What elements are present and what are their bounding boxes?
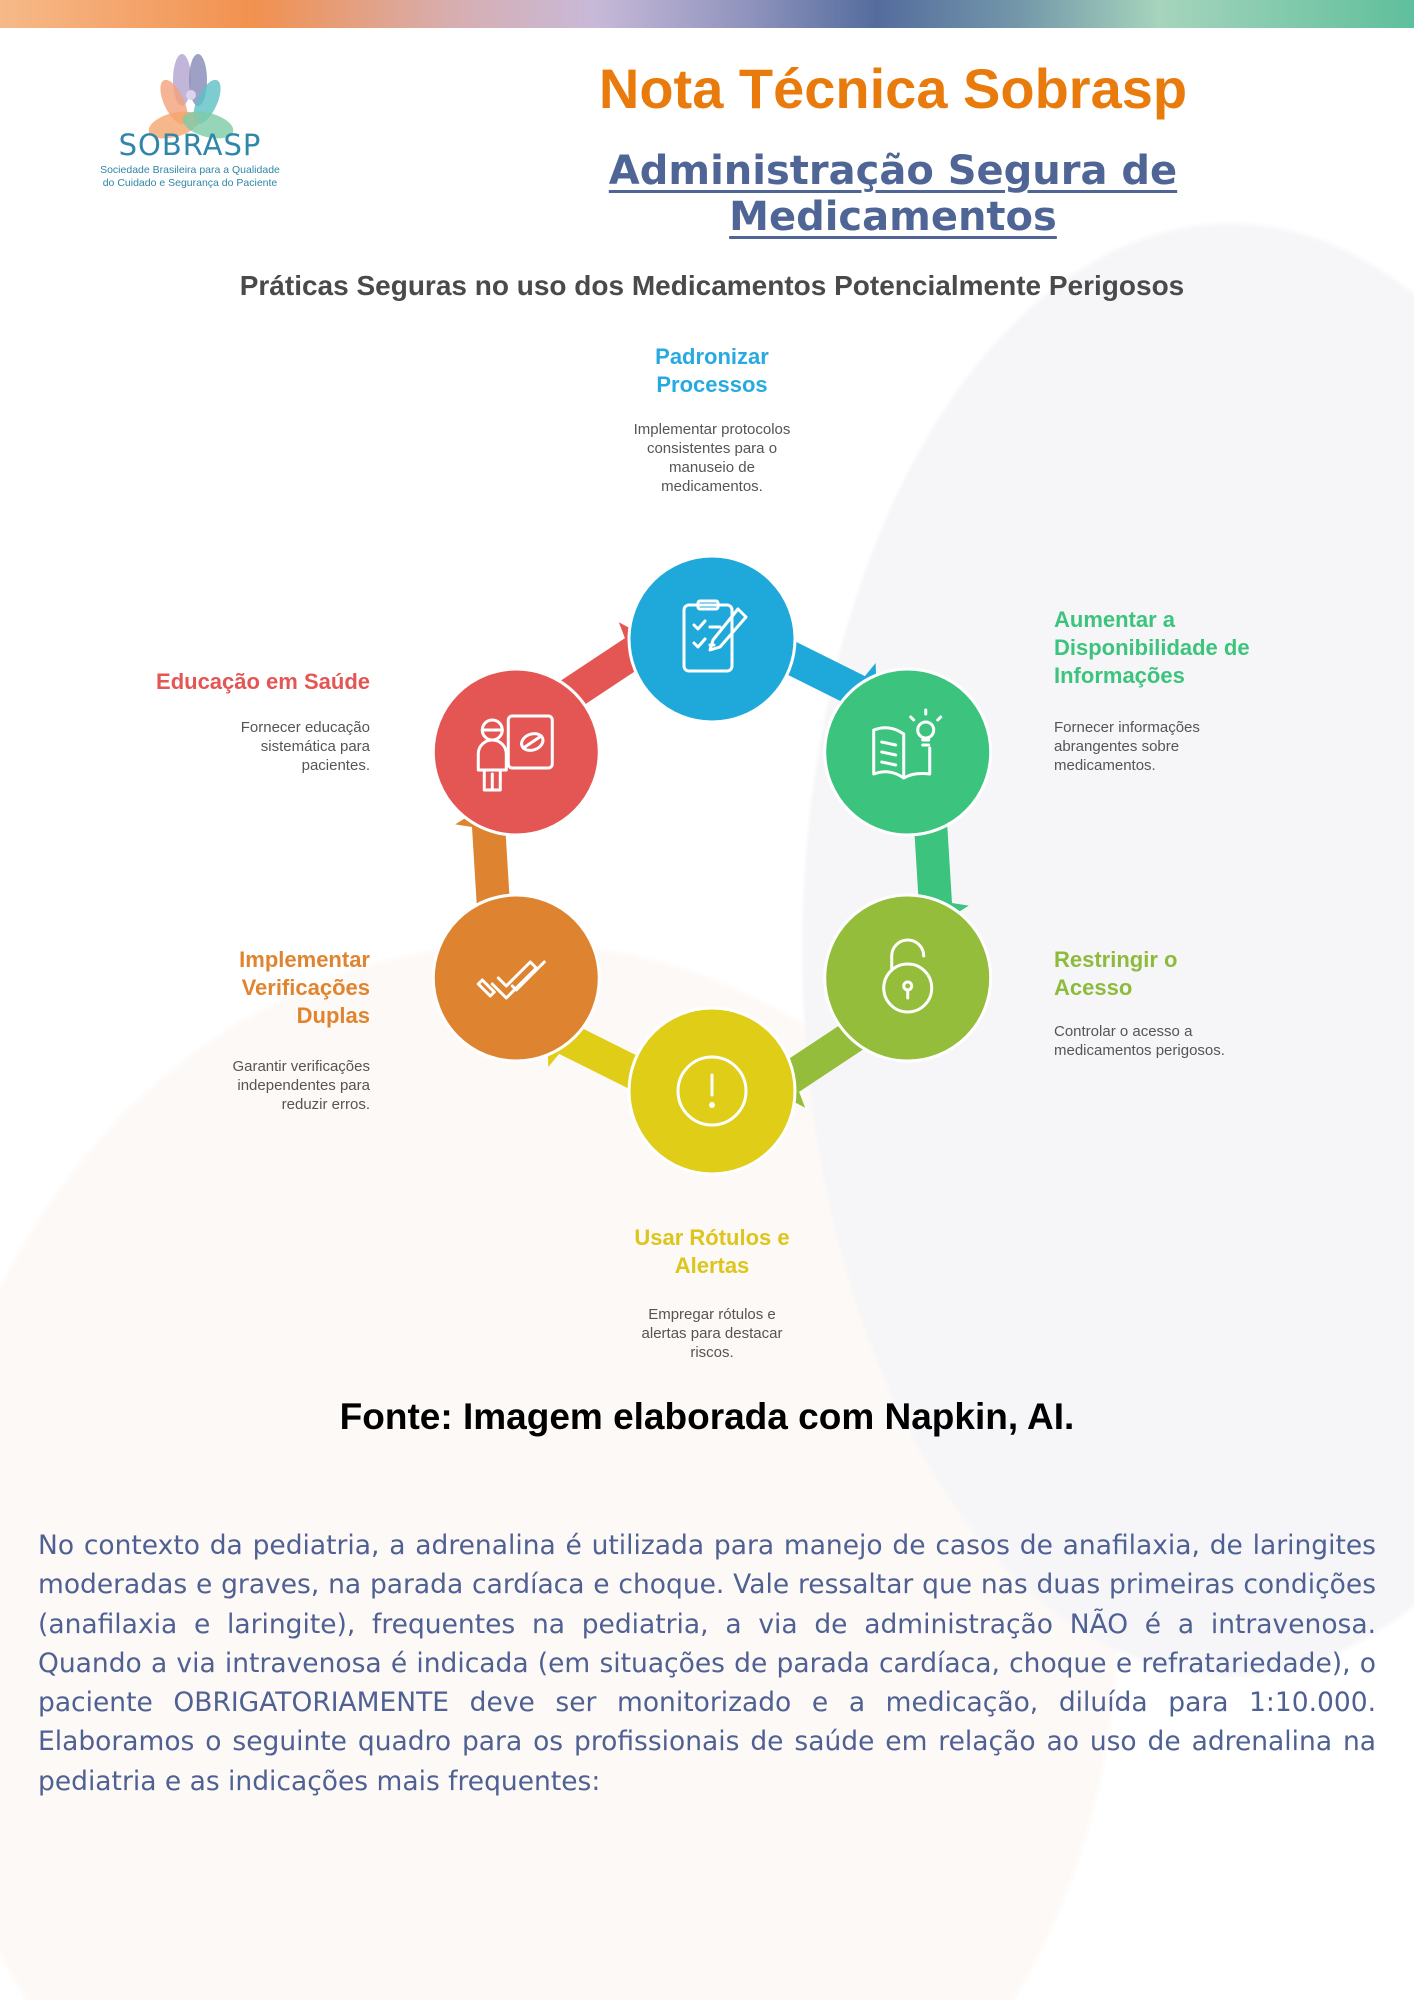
alert-icon: [676, 1055, 748, 1127]
step-title-line: Implementar: [239, 947, 370, 972]
step-desc-educacao: Fornecer educação sistemática para pacie…: [70, 718, 370, 775]
step-desc-usar-rotulos: Empregar rótulos e alertas para destacar…: [562, 1305, 862, 1362]
step-circle: [431, 667, 601, 837]
page-subtitle: Administração Segura de Medicamentos: [608, 148, 1178, 240]
step-title-padronizar: Padronizar Processos: [562, 343, 862, 399]
step-title-line: Restringir o: [1054, 947, 1178, 972]
sobrasp-logo-icon: [148, 54, 234, 139]
teacher-board-icon: [476, 714, 554, 792]
step-title-line: Disponibilidade de: [1054, 635, 1250, 660]
step-desc-line: medicamentos perigosos.: [1054, 1042, 1225, 1059]
step-title-line: Informações: [1054, 663, 1185, 688]
clipboard-pencil-icon: [682, 599, 748, 673]
step-title-line: Educação em Saúde: [156, 669, 370, 694]
step-title-aumentar: Aumentar a Disponibilidade de Informaçõe…: [1054, 606, 1354, 690]
step-desc-line: manuseio de: [669, 459, 755, 476]
step-title-line: Acesso: [1054, 975, 1133, 1000]
step-desc-aumentar: Fornecer informações abrangentes sobre m…: [1054, 718, 1354, 775]
step-desc-line: Implementar protocolos: [633, 421, 791, 438]
step-desc-verificacoes: Garantir verificações independentes para…: [70, 1057, 370, 1114]
step-desc-line: Fornecer educação: [240, 719, 370, 736]
padlock-icon: [882, 938, 934, 1014]
step-circle: [823, 893, 993, 1063]
step-desc-padronizar: Implementar protocolos consistentes para…: [562, 420, 862, 496]
page-title: Nota Técnica Sobrasp: [598, 57, 1188, 120]
step-title-educacao: Educação em Saúde: [70, 668, 370, 696]
diagram-title: Práticas Seguras no uso dos Medicamentos…: [239, 270, 1185, 301]
step-desc-line: Garantir verificações: [232, 1058, 370, 1075]
step-title-line: Aumentar a: [1054, 607, 1176, 632]
book-lightbulb-icon: [872, 708, 943, 780]
step-desc-line: pacientes.: [301, 757, 370, 774]
step-title-restringir: Restringir o Acesso: [1054, 946, 1354, 1002]
step-desc-line: alertas para destacar: [641, 1325, 783, 1342]
step-desc-line: Fornecer informações: [1054, 719, 1200, 736]
logo-subtitle: Sociedade Brasileira para a Qualidade do…: [90, 164, 290, 190]
double-check-icon: [476, 960, 546, 1000]
step-desc-line: medicamentos.: [661, 478, 763, 495]
step-title-line: Verificações: [241, 975, 370, 1000]
step-title-usar-rotulos: Usar Rótulos e Alertas: [562, 1224, 862, 1280]
step-desc-line: medicamentos.: [1054, 757, 1156, 774]
logo-subtitle-line: Sociedade Brasileira para a Qualidade: [100, 164, 280, 176]
step-title-line: Alertas: [674, 1253, 750, 1278]
step-desc-line: reduzir erros.: [281, 1096, 370, 1113]
step-desc-restringir: Controlar o acesso a medicamentos perigo…: [1054, 1022, 1354, 1060]
step-desc-line: consistentes para o: [646, 440, 778, 457]
step-desc-line: riscos.: [690, 1344, 734, 1361]
step-title-verificacoes: Implementar Verificações Duplas: [70, 946, 370, 1030]
step-title-line: Usar Rótulos e: [634, 1225, 790, 1250]
step-desc-line: independentes para: [237, 1077, 370, 1094]
cycle-diagram: [431, 554, 993, 1176]
body-paragraph: No contexto da pediatria, a adrenalina é…: [38, 1530, 1376, 1797]
step-desc-line: Empregar rótulos e: [648, 1306, 776, 1323]
step-title-line: Padronizar: [655, 344, 769, 369]
step-desc-line: abrangentes sobre: [1054, 738, 1180, 755]
step-title-line: Processos: [656, 372, 768, 397]
step-title-line: Duplas: [296, 1003, 370, 1028]
logo-name: SOBRASP: [118, 128, 262, 162]
step-circle: [823, 667, 993, 837]
image-source-caption: Fonte: Imagem elaborada com Napkin, AI.: [339, 1396, 1075, 1437]
top-gradient-bar: [0, 0, 1414, 28]
step-desc-line: Controlar o acesso a: [1054, 1023, 1193, 1040]
step-desc-line: sistemática para: [260, 738, 370, 755]
logo-subtitle-line: do Cuidado e Segurança do Paciente: [102, 177, 278, 189]
